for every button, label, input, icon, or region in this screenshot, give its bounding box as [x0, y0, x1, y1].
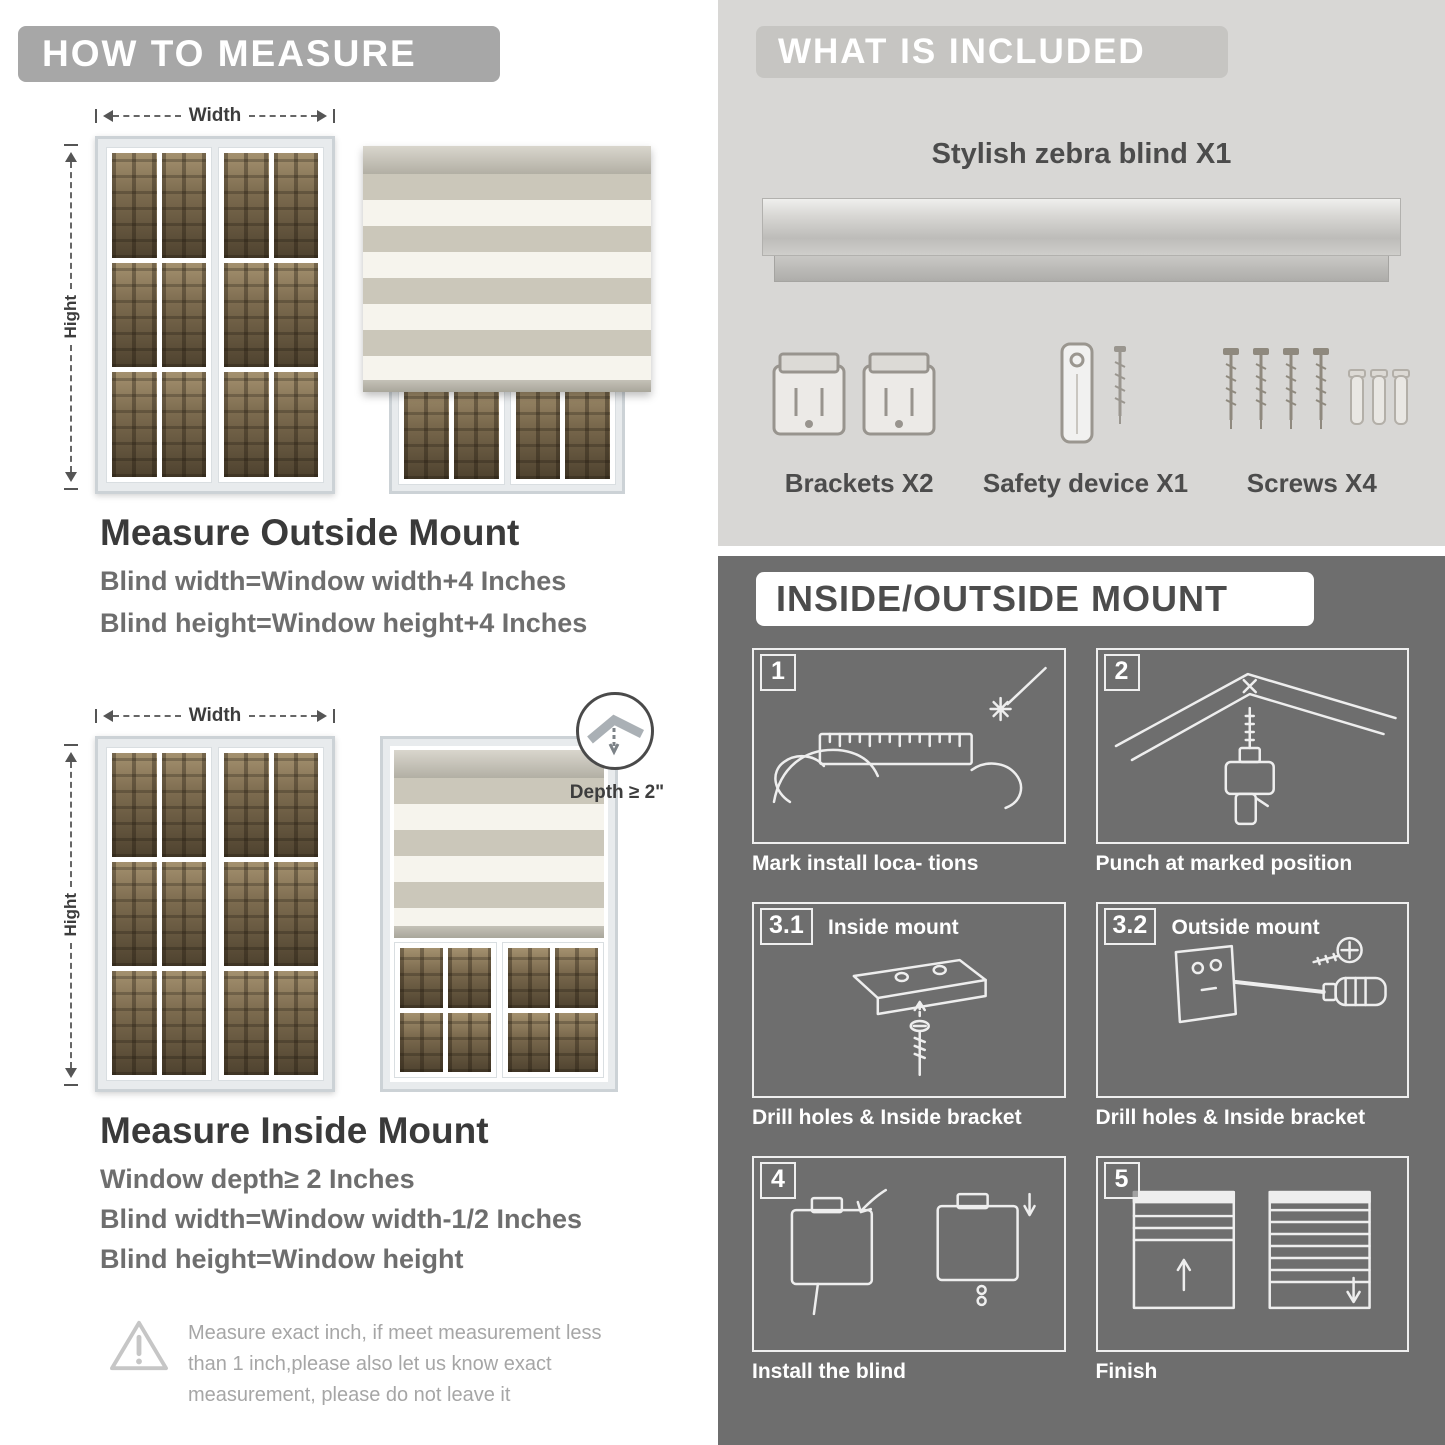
safety-device-icon	[1010, 330, 1160, 458]
step-1-panel: 1	[752, 648, 1066, 844]
what-is-included-title: WHAT IS INCLUDED	[778, 32, 1146, 71]
step-3-2: 3.2 Outside mount	[1095, 902, 1409, 1130]
inside-bracket-illustration	[852, 958, 987, 1077]
window-sash	[394, 942, 497, 1078]
brackets-icon	[764, 330, 954, 458]
step-3-2-caption: Drill holes & Inside bracket	[1095, 1106, 1366, 1129]
inside-height-formula: Blind height=Window height	[100, 1244, 464, 1274]
window-sash	[501, 942, 604, 1078]
window-panes	[394, 942, 604, 1078]
step-4-caption: Install the blind	[752, 1360, 907, 1383]
what-is-included-section: WHAT IS INCLUDED Stylish zebra blind X1	[718, 0, 1445, 546]
outside-mount-blind-illustration	[363, 122, 651, 496]
step-5-number: 5	[1103, 1162, 1140, 1199]
included-item-safety-device: Safety device X1	[972, 330, 1198, 499]
how-to-measure-section: HOW TO MEASURE Width Hight	[0, 0, 718, 1445]
window-sash	[106, 147, 212, 483]
step-2-panel: 2	[1095, 648, 1409, 844]
safety-device-label: Safety device X1	[982, 468, 1189, 498]
height-measure-arrow: Hight	[60, 144, 82, 490]
width-label: Width	[188, 105, 242, 126]
install-blind-illustration	[790, 1188, 1036, 1316]
window-sash	[106, 747, 212, 1081]
warning-triangle-icon	[110, 1320, 168, 1371]
height-label: Hight	[61, 893, 80, 937]
blind-bottom-rail	[363, 380, 651, 392]
step-1-number: 1	[760, 654, 796, 691]
measurement-warning: Measure exact inch, if meet measurement …	[108, 1318, 653, 1411]
blind-item-label: Stylish zebra blind X1	[931, 138, 1232, 170]
mount-steps-grid: 1 Mark install loca- tions	[752, 648, 1409, 1384]
frame-corner-detail-icon	[587, 714, 645, 756]
how-to-measure-title: HOW TO MEASURE	[42, 33, 417, 74]
step-1: 1 Mark install loca- tions	[752, 648, 1066, 876]
mount-section-banner: INSIDE/OUTSIDE MOUNT	[756, 572, 1314, 626]
outside-mount-diagram: Width Hight	[0, 96, 718, 516]
inside-depth-rule: Window depth≥ 2 Inches	[100, 1164, 415, 1194]
step-5-panel: 5	[1095, 1156, 1409, 1352]
blind-stripes	[363, 174, 651, 380]
step-3-1-number: 3.1	[760, 908, 813, 945]
step-4: 4	[752, 1156, 1066, 1384]
outside-mount-heading: Measure Outside Mount	[100, 512, 520, 553]
step-4-number: 4	[760, 1162, 796, 1199]
step-3-1: 3.1 Inside mount	[752, 902, 1066, 1130]
inside-mount-diagram: Width Hight	[0, 692, 718, 1112]
blind-stripes	[394, 778, 604, 926]
step-5: 5	[1095, 1156, 1409, 1384]
step-3-2-number: 3.2	[1103, 908, 1157, 945]
inside-mount-heading: Measure Inside Mount	[100, 1110, 489, 1151]
zebra-blind	[363, 146, 651, 392]
step-3-2-label: Outside mount	[1171, 916, 1320, 939]
how-to-measure-banner: HOW TO MEASURE	[18, 26, 500, 82]
included-items-row: Brackets X2 Safety device X1	[746, 330, 1425, 499]
depth-requirement-label: Depth ≥ 2"	[569, 782, 665, 803]
included-item-screws: Screws X4	[1199, 330, 1425, 499]
step-3-2-panel: 3.2 Outside mount	[1095, 902, 1409, 1098]
window-sash	[218, 747, 324, 1081]
step-5-caption: Finish	[1095, 1360, 1158, 1383]
step-2-caption: Punch at marked position	[1095, 852, 1353, 875]
what-is-included-banner: WHAT IS INCLUDED	[756, 26, 1228, 78]
mark-location-illustration	[772, 666, 1047, 810]
height-measure-arrow: Hight	[60, 744, 82, 1086]
inside-width-formula: Blind width=Window width-1/2 Inches	[100, 1204, 583, 1234]
step-3-1-panel: 3.1 Inside mount	[752, 902, 1066, 1098]
width-measure-arrow: Width	[95, 105, 335, 126]
outside-width-formula: Blind width=Window width+4 Inches	[100, 566, 567, 596]
window-with-blind	[390, 746, 608, 1082]
inside-mount-blind-illustration	[380, 736, 618, 1092]
blind-headrail	[363, 146, 651, 174]
step-1-caption: Mark install loca- tions	[752, 852, 979, 875]
step-2-number: 2	[1103, 654, 1140, 691]
window-illustration	[95, 136, 335, 494]
screws-icon	[1207, 330, 1417, 458]
window-illustration	[95, 736, 335, 1092]
included-item-brackets: Brackets X2	[746, 330, 972, 499]
mount-section-title: INSIDE/OUTSIDE MOUNT	[776, 578, 1229, 619]
window-sash	[218, 147, 324, 483]
outside-bracket-illustration	[1174, 936, 1387, 1024]
height-label: Hight	[61, 295, 80, 339]
zebra-blind-headrail-image	[762, 198, 1401, 282]
step-3-1-label: Inside mount	[828, 916, 959, 939]
step-4-panel: 4	[752, 1156, 1066, 1352]
width-measure-arrow: Width	[95, 705, 335, 726]
finished-blind-illustration	[1132, 1190, 1371, 1310]
mount-instructions-section: INSIDE/OUTSIDE MOUNT 1	[718, 556, 1445, 1445]
blind-headrail	[394, 750, 604, 778]
outside-height-formula: Blind height=Window height+4 Inches	[100, 608, 588, 638]
step-2: 2	[1095, 648, 1409, 876]
headrail-top-bar	[762, 198, 1401, 256]
step-3-1-caption: Drill holes & Inside bracket	[752, 1106, 1022, 1129]
blind-bottom-rail	[394, 926, 604, 938]
drill-illustration	[1114, 672, 1397, 826]
screws-label: Screws X4	[1246, 468, 1377, 498]
brackets-label: Brackets X2	[784, 468, 934, 498]
headrail-bottom-lip	[774, 256, 1389, 282]
warning-text: Measure exact inch, if meet measurement …	[188, 1322, 602, 1406]
width-label: Width	[188, 705, 242, 726]
depth-detail-magnifier	[576, 692, 654, 770]
